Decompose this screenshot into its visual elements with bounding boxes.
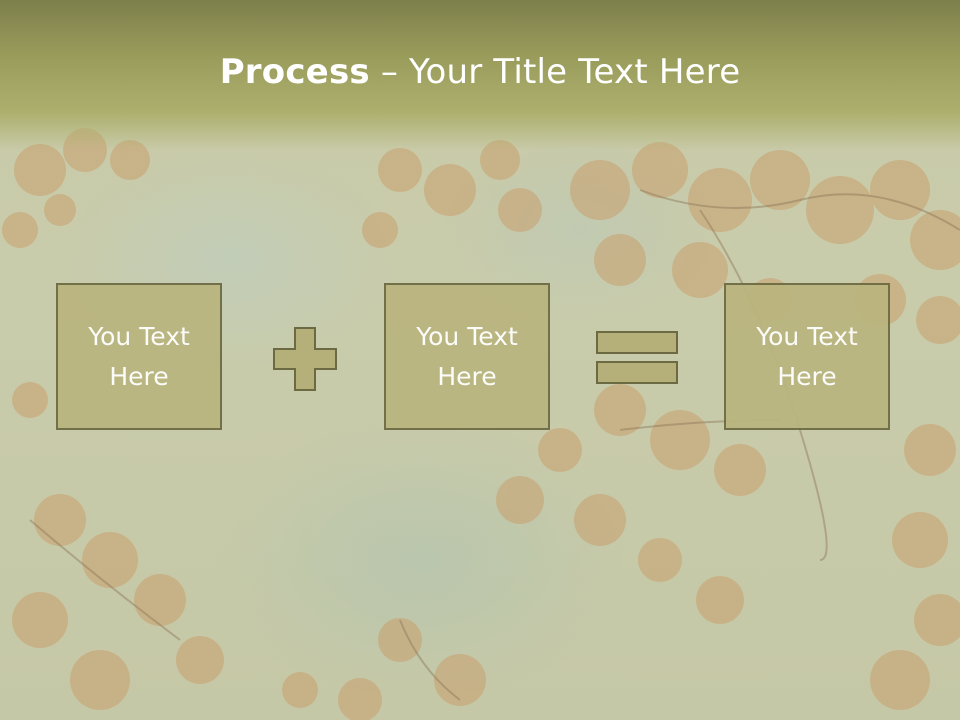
equals-icon [596,331,678,384]
plus-icon [273,327,337,391]
process-box-3-text: You Text Here [756,321,858,391]
title-rest: – Your Title Text Here [369,52,741,92]
process-box-3[interactable]: You Text Here [724,283,890,430]
process-box-1[interactable]: You Text Here [56,283,222,430]
title-bar [0,0,960,150]
title-bold: Process [219,52,370,92]
process-box-2[interactable]: You Text Here [384,283,550,430]
slide-title: Process – Your Title Text Here [0,52,960,92]
process-box-2-text: You Text Here [416,321,518,391]
process-box-1-text: You Text Here [88,321,190,391]
